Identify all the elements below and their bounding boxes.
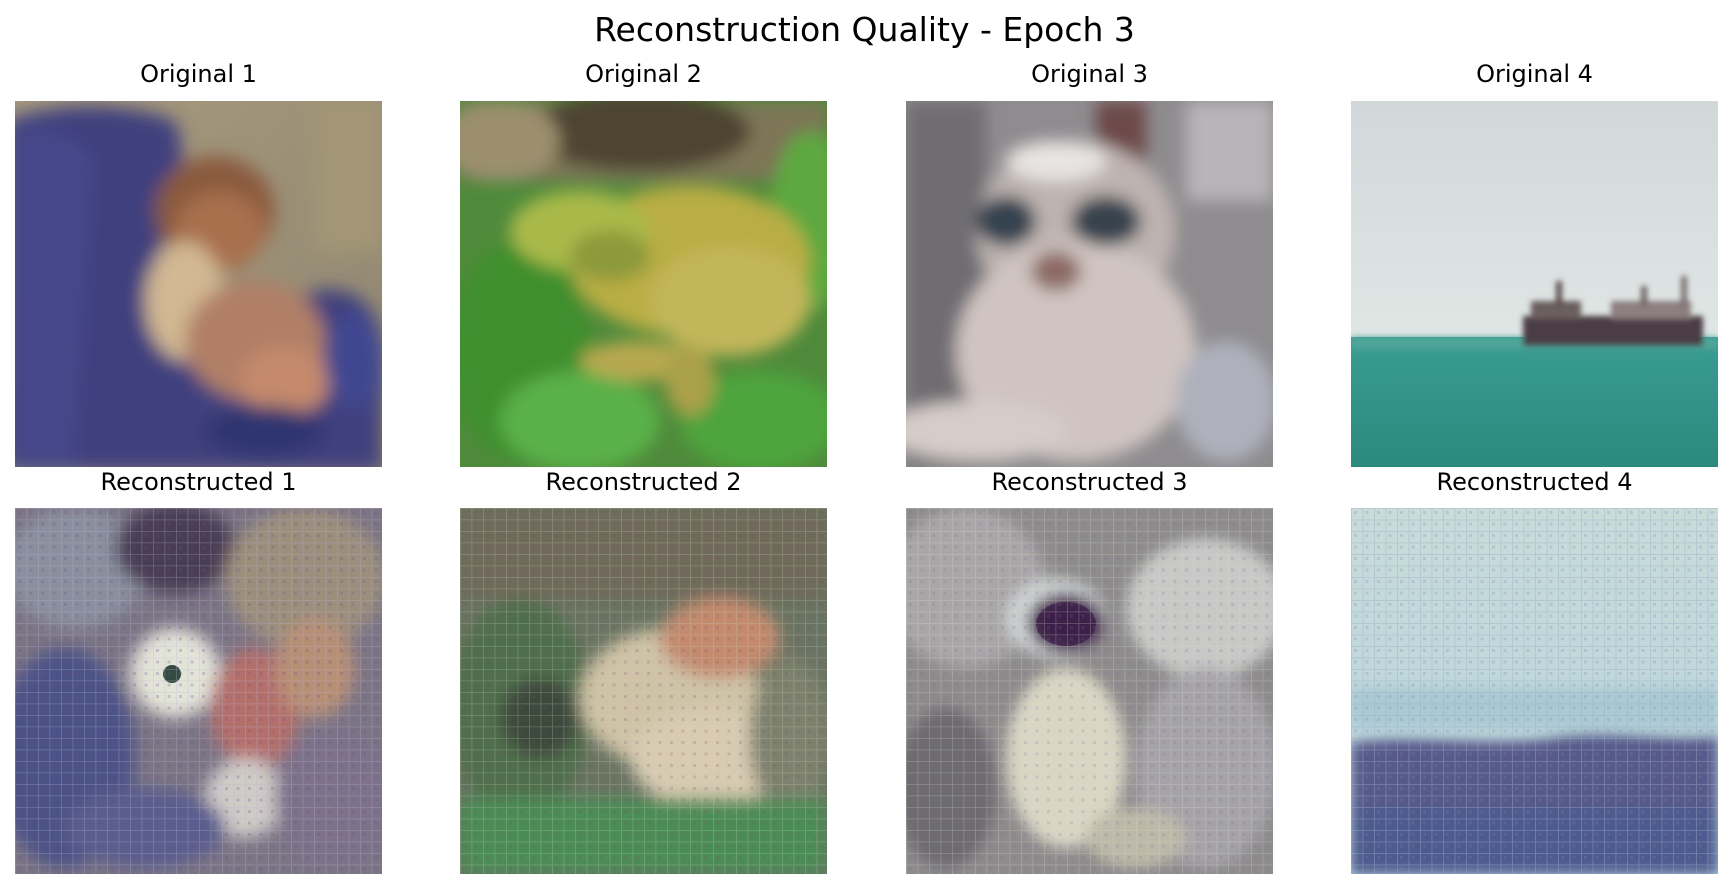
- panel-reconstructed-1: Reconstructed 1: [15, 466, 382, 498]
- panel-original-2: Original 2: [460, 58, 827, 90]
- panel-original-4: Original 4: [1351, 58, 1718, 90]
- figure-title: Reconstruction Quality - Epoch 3: [594, 10, 1135, 49]
- panel-title-original-2: Original 2: [585, 60, 702, 88]
- image-original-4: [1351, 101, 1718, 467]
- panel-reconstructed-2: Reconstructed 2: [460, 466, 827, 498]
- image-reconstructed-1: [15, 508, 382, 874]
- panel-title-reconstructed-3: Reconstructed 3: [991, 468, 1188, 496]
- image-original-3: [906, 101, 1273, 467]
- original-1-picture: [15, 101, 382, 467]
- panel-original-1: Original 1: [15, 58, 382, 90]
- panel-title-original-4: Original 4: [1476, 60, 1593, 88]
- reconstructed-4-picture: [1351, 508, 1718, 874]
- panel-title-reconstructed-4: Reconstructed 4: [1436, 468, 1633, 496]
- image-reconstructed-2: [460, 508, 827, 874]
- reconstructed-3-picture: [906, 508, 1273, 874]
- panel-reconstructed-3: Reconstructed 3: [906, 466, 1273, 498]
- reconstructed-2-picture: [460, 508, 827, 874]
- panel-title-original-1: Original 1: [140, 60, 257, 88]
- panel-title-original-3: Original 3: [1031, 60, 1148, 88]
- panel-reconstructed-4: Reconstructed 4: [1351, 466, 1718, 498]
- image-reconstructed-4: [1351, 508, 1718, 874]
- panel-title-reconstructed-1: Reconstructed 1: [100, 468, 297, 496]
- image-original-2: [460, 101, 827, 467]
- original-3-picture: [906, 101, 1273, 467]
- reconstructed-1-picture: [15, 508, 382, 874]
- panel-original-3: Original 3: [906, 58, 1273, 90]
- panel-title-reconstructed-2: Reconstructed 2: [545, 468, 742, 496]
- original-2-picture: [460, 101, 827, 467]
- original-4-picture: [1351, 101, 1718, 467]
- image-reconstructed-3: [906, 508, 1273, 874]
- image-original-1: [15, 101, 382, 467]
